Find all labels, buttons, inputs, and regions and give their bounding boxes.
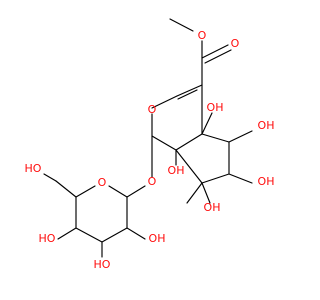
bond-s5-ch2: [55, 180, 77, 198]
bond-s2-s3: [101, 227, 128, 243]
bond-c3-ringo: [151, 95, 178, 109]
bond-c7-oh: [201, 182, 211, 204]
bond-c4a-c5: [201, 133, 230, 143]
bond-carbonyl-double-a: [201, 44, 229, 59]
bond-c5-oh: [228, 130, 253, 143]
bond-c4-c3: [176, 84, 203, 97]
bond-c7-methyl: [186, 182, 203, 204]
bond-c7-c7a: [175, 149, 203, 184]
hydroxyl-c4a-label: OH: [207, 101, 224, 114]
hydroxyl-c5-label: OH: [258, 119, 275, 132]
bond-c7a-c4a: [175, 133, 203, 151]
bond-glyco-anomeric: [126, 185, 146, 198]
bonds: [43, 18, 253, 258]
bond-carbonyl-double-b: [204, 49, 232, 64]
carbonyl-oxygen-label: O: [231, 37, 240, 50]
structure-diagram: O O O OH OH OH OH OH O O HO HO HO OH: [25, 18, 275, 271]
ring-oxygen-label: O: [148, 103, 157, 116]
bond-ch2-oh: [43, 173, 57, 182]
bond-s4-oh: [57, 227, 77, 240]
atom-labels: O O O OH OH OH OH OH O O HO HO HO OH: [25, 29, 275, 271]
hydroxyl-c7-label: OH: [204, 201, 221, 214]
hydroxyl-c7a-label: OH: [168, 164, 185, 177]
bond-c6-oh: [228, 173, 253, 184]
sugar-ring-oxygen-label: O: [98, 176, 107, 189]
hydroxyl-s3-label: HO: [94, 258, 111, 271]
ester-oxygen-label: O: [198, 29, 207, 42]
bond-c4-c3-inner: [177, 89, 198, 100]
hydroxyl-s4-label: HO: [39, 232, 56, 245]
bond-ringo-s1: [108, 185, 128, 198]
bond-s5-ringo: [75, 185, 96, 198]
bond-c6-c7: [201, 173, 230, 184]
bond-s3-s4: [75, 227, 103, 243]
bond-c4a-oh: [201, 112, 213, 135]
bond-methyl-o: [169, 18, 194, 32]
hydroxyl-s2-label: OH: [149, 232, 166, 245]
bond-c1-c7a: [151, 135, 177, 151]
hydroxymethyl-label: HO: [25, 162, 42, 175]
glycosidic-oxygen-label: O: [148, 175, 157, 188]
hydroxyl-c6-label: OH: [258, 175, 275, 188]
bond-s2-oh: [126, 227, 146, 240]
molecule-canvas: O O O OH OH OH OH OH O O HO HO HO OH: [25, 18, 275, 271]
